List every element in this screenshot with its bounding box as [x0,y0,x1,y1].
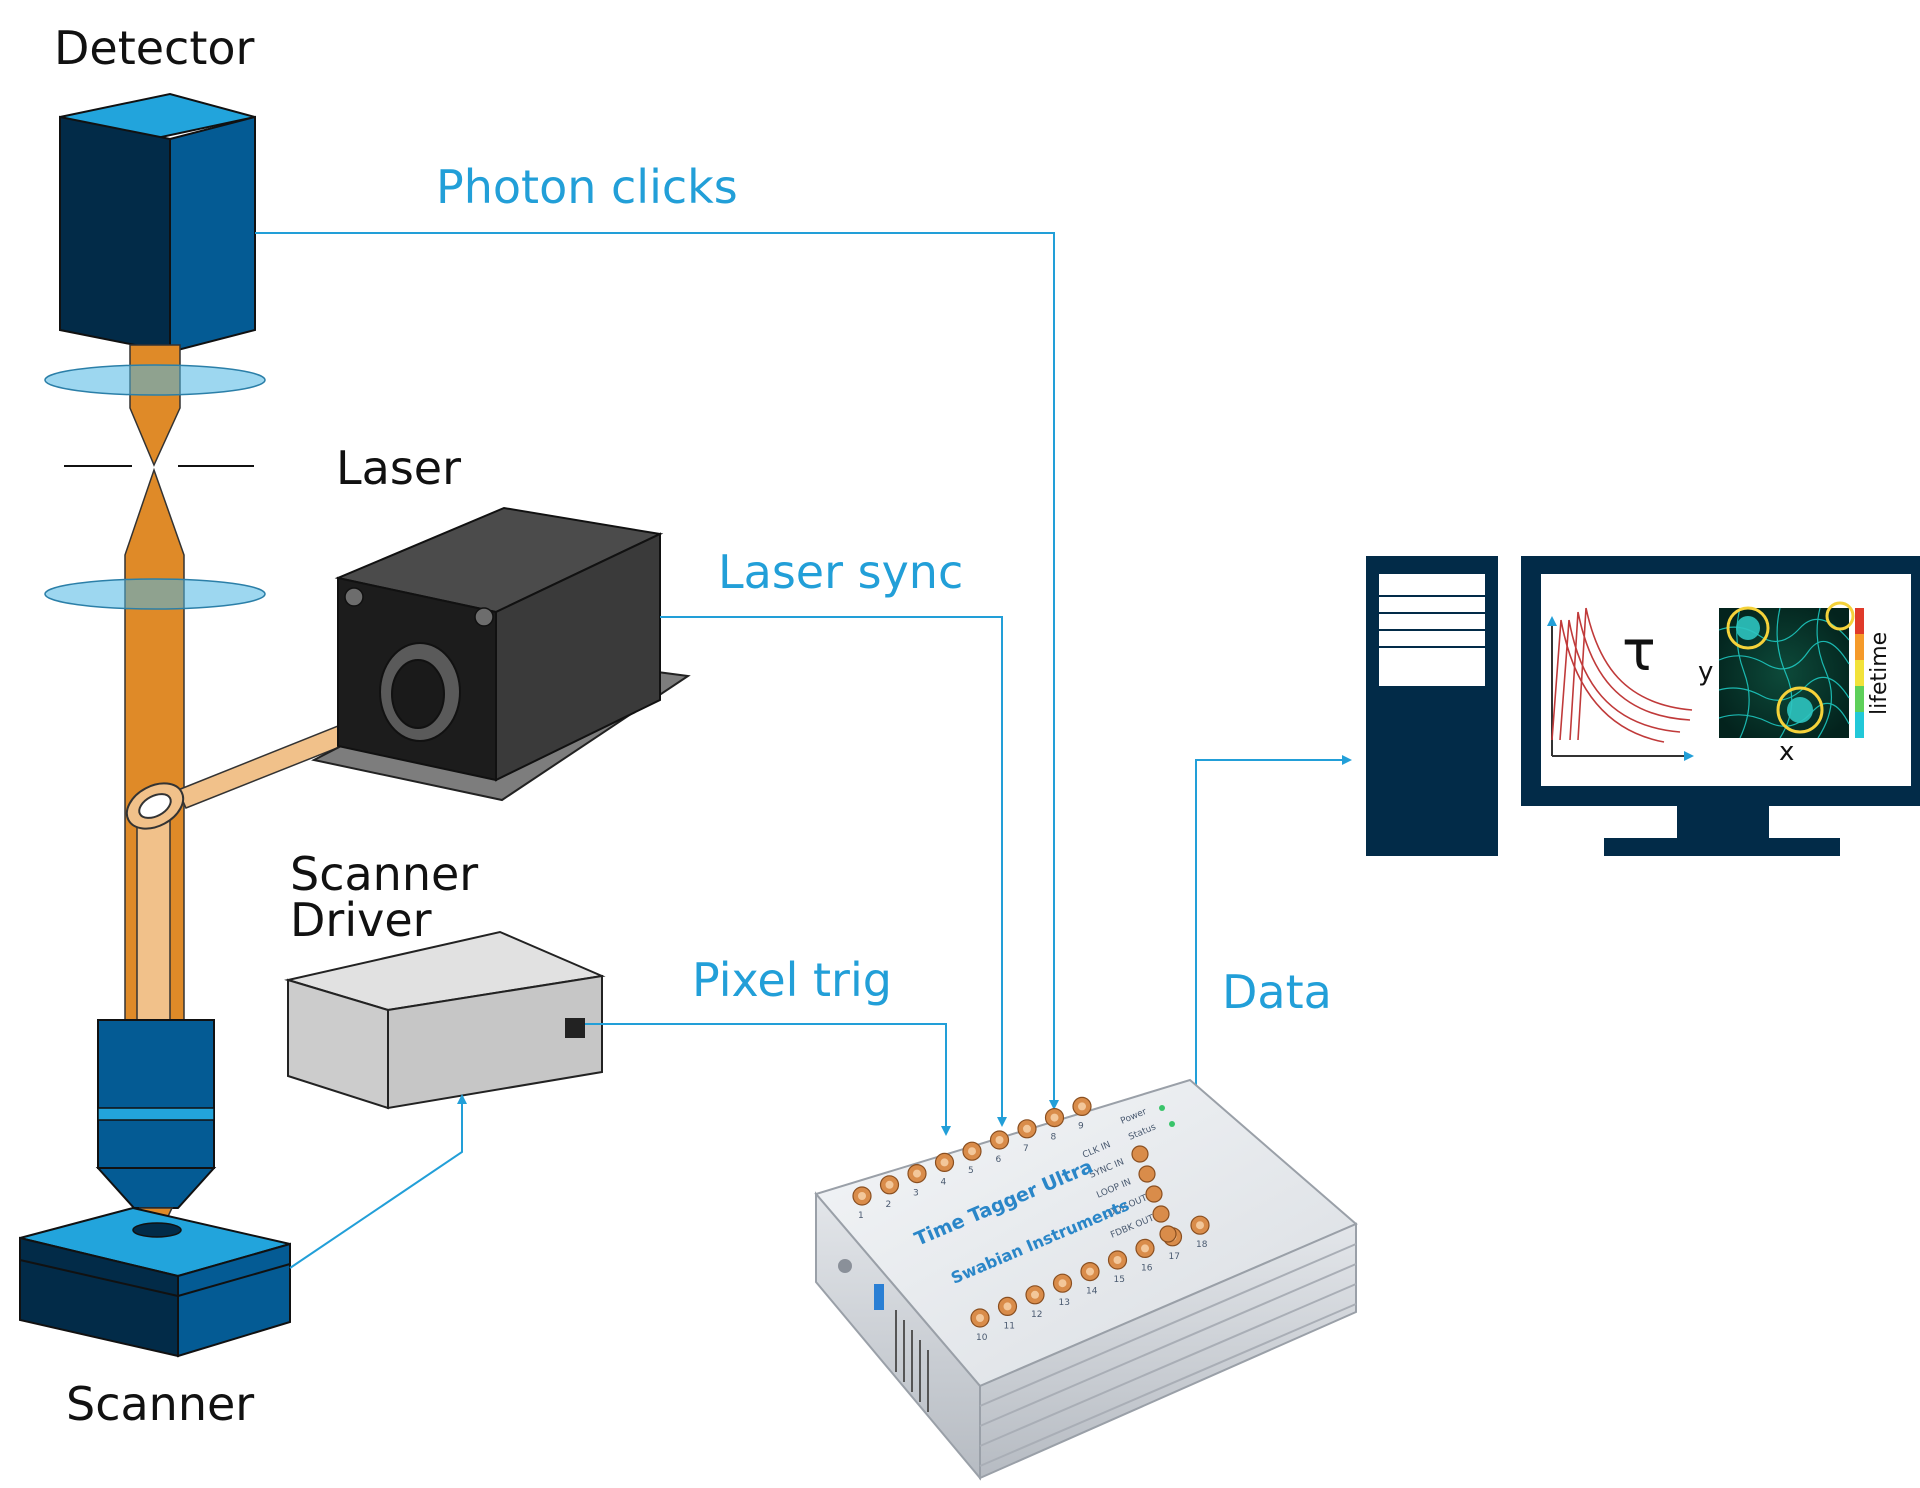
usb-port [874,1284,884,1310]
lifetime-colorbar [1855,608,1864,738]
front-channel-connector: 18 [1190,1215,1210,1250]
top-channel-connector-label: 6 [996,1155,1002,1165]
top-channel-connector: 8 [1044,1107,1065,1143]
decay-plot [1547,607,1694,761]
tau-symbol: τ [1622,619,1656,684]
scanner-driver-label-line2: Driver [290,893,432,947]
lens-lower [44,578,266,610]
top-channel-connector-label: 7 [1023,1144,1029,1154]
top-channel-connector-label: 3 [913,1189,919,1199]
top-channel-connector: 3 [907,1163,927,1199]
front-channel-connector-label: 11 [1004,1321,1015,1331]
scanner-driver-label-line1: Scanner [290,847,478,901]
scanner-feedback-line [289,1094,467,1269]
top-channel-connector-label: 8 [1051,1133,1057,1143]
power-button [838,1259,852,1273]
computer-monitor: τ [1521,556,1920,856]
power-led [1159,1105,1165,1111]
front-channel-connector-label: 13 [1059,1298,1070,1308]
photon-clicks-label: Photon clicks [436,160,738,214]
laser-sync-label: Laser sync [718,545,963,599]
front-channel-connector-label: 12 [1031,1310,1042,1320]
time-tagger-top-connectors: 1 2 3 4 5 6 7 8 9 [852,1096,1092,1221]
laser-source [311,506,691,802]
status-led [1169,1121,1175,1127]
front-channel-connector-label: 17 [1169,1252,1180,1262]
colorbar-label: lifetime [1867,632,1892,715]
computer-tower [1366,556,1498,856]
top-channel-connector: 2 [879,1175,900,1210]
scanner-stage [19,1206,291,1358]
laser-label: Laser [336,441,461,495]
objective-lens [95,1019,217,1244]
front-channel-connector-label: 18 [1196,1240,1208,1250]
time-tagger-front-connectors: 10 11 12 13 14 15 16 17 18 [970,1215,1210,1343]
top-channel-connector: 1 [852,1186,872,1221]
scanner-label: Scanner [66,1377,254,1431]
lens-upper [44,364,266,396]
top-channel-connector: 9 [1072,1096,1092,1131]
top-channel-connector: 6 [989,1130,1010,1165]
data-line [1195,755,1352,1100]
data-label: Data [1222,965,1332,1019]
dichroic-mirror [125,782,185,830]
top-channel-connector-label: 9 [1078,1121,1084,1131]
front-channel-connector: 11 [997,1296,1018,1331]
signal-lines [255,232,1352,1269]
flim-x-axis-label: x [1779,737,1794,767]
front-channel-connector: 16 [1135,1238,1155,1273]
vent-grille [895,1310,929,1412]
top-channel-connector-label: 2 [886,1200,892,1210]
detector [59,92,256,354]
top-channel-connector-label: 5 [968,1166,974,1176]
front-channel-connector-label: 14 [1086,1287,1098,1297]
detector-label: Detector [54,21,255,75]
front-channel-connector: 12 [1025,1285,1045,1320]
flim-image [1718,601,1855,739]
scanner-driver [284,930,606,1110]
top-channel-connector-label: 1 [858,1211,864,1221]
top-channel-connector: 7 [1017,1119,1037,1154]
front-channel-connector: 15 [1107,1250,1128,1285]
front-channel-connector: 13 [1052,1273,1073,1308]
driver-port [565,1018,585,1038]
top-channel-connector: 4 [934,1152,955,1187]
top-channel-connector-label: 4 [941,1177,947,1187]
top-channel-connector: 5 [962,1141,982,1176]
pixel-trig-label: Pixel trig [692,953,892,1007]
front-channel-connector-label: 16 [1141,1263,1153,1273]
flim-y-axis-label: y [1698,657,1713,687]
front-channel-connector: 10 [970,1308,990,1343]
front-channel-connector: 14 [1080,1261,1100,1297]
photon-clicks-line [255,232,1059,1110]
laser-sync-line [660,616,1007,1127]
pixel-trig-line [585,1023,951,1136]
front-channel-connector-label: 10 [976,1333,988,1343]
front-channel-connector-label: 15 [1114,1275,1125,1285]
